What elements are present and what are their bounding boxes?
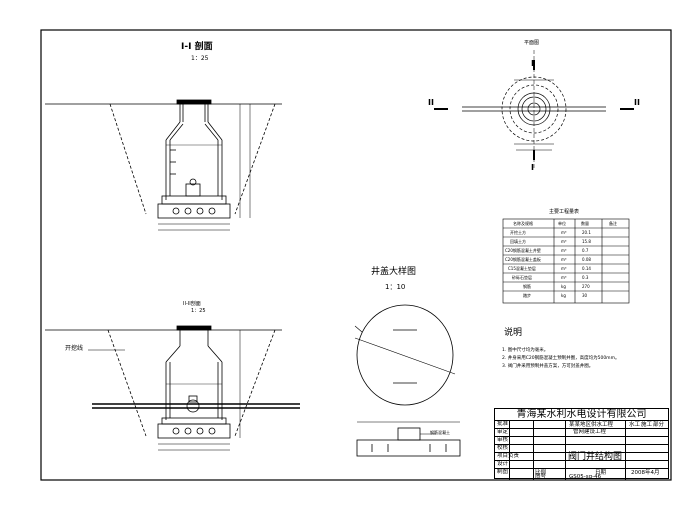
qt-row-0-name: 开挖土方 xyxy=(510,230,526,235)
notes-item-1: 1. 图中尺寸均为毫米。 xyxy=(502,348,549,353)
tb-label-check: 校核 xyxy=(497,445,509,451)
section-b-title: II-II剖面 xyxy=(183,301,201,307)
plan-cut-bottom: I xyxy=(531,163,534,172)
qt-row-4-qty: 0.14 xyxy=(582,266,591,271)
plan-view-drawing xyxy=(434,50,634,168)
qt-row-0-unit: m³ xyxy=(561,230,567,235)
tb-stage: 施工 xyxy=(641,422,653,428)
qt-header-qty: 数量 xyxy=(581,221,589,226)
section-a-scale: 1：25 xyxy=(191,55,209,62)
qt-row-2-unit: m³ xyxy=(561,248,567,253)
title-block: 青海某水利水电设计有限公司 批准 审定 审核 校核 项目负责 设计 制图 某某地… xyxy=(494,408,669,480)
plan-cut-left: II xyxy=(428,98,434,107)
section-a-title: I-I 剖面 xyxy=(181,42,213,52)
tb-label-lead: 项目负责 xyxy=(497,453,520,459)
qt-row-3-unit: m³ xyxy=(561,257,567,262)
tb-date-value: 2008年4月 xyxy=(631,470,660,476)
qt-row-0-qty: 20.1 xyxy=(582,230,591,235)
tb-discipline: 水工 xyxy=(629,422,641,428)
qt-header-note: 备注 xyxy=(609,221,617,226)
cover-slab-label: 钢筋混凝土 xyxy=(430,430,450,435)
section-b-drawing xyxy=(45,325,300,451)
qt-header-name: 名称及规格 xyxy=(513,221,533,226)
qt-row-6-unit: kg xyxy=(561,284,566,289)
qt-row-6-qty: 270 xyxy=(582,284,590,289)
qt-row-1-unit: m³ xyxy=(561,239,567,244)
plan-title: 平面图 xyxy=(524,40,540,46)
qt-row-3-name: C20钢筋混凝土盖板 xyxy=(505,257,541,262)
cover-detail-title: 井盖大样图 xyxy=(371,267,417,277)
tb-project-line1: 某某地区供水工程 xyxy=(569,422,614,428)
tb-drawing-no-label: 图号 xyxy=(535,474,547,480)
tb-label-review: 审定 xyxy=(497,429,509,435)
qt-header-unit: 单位 xyxy=(558,221,566,226)
qt-row-2-qty: 0.7 xyxy=(582,248,589,253)
tb-label-draft: 制图 xyxy=(497,469,509,475)
drawing-title: 阀门井结构图 xyxy=(567,452,622,462)
qt-row-5-name: 砂砾石垫层 xyxy=(512,275,532,280)
qt-row-1-name: 回填土方 xyxy=(510,239,526,244)
qt-row-1-qty: 15.8 xyxy=(582,239,591,244)
qt-row-3-qty: 0.08 xyxy=(582,257,591,262)
qt-row-5-qty: 0.3 xyxy=(582,275,589,280)
qt-row-7-qty: 30 xyxy=(582,293,588,298)
company-name: 青海某水利水电设计有限公司 xyxy=(495,409,668,421)
plan-cut-top: I xyxy=(531,59,534,68)
cover-detail-drawing xyxy=(354,304,461,457)
qt-row-7-name: 踏步 xyxy=(523,293,531,298)
cover-detail-scale: 1：10 xyxy=(385,283,406,291)
notes-title: 说明 xyxy=(504,328,523,338)
tb-label-design: 设计 xyxy=(497,461,509,467)
quantity-table-title: 主要工程量表 xyxy=(549,209,580,215)
ground-line-label: 开挖线 xyxy=(65,345,84,352)
plan-cut-right: II xyxy=(634,98,640,107)
notes-item-2: 2. 井身采用C20钢筋混凝土预制井圈，高度均为500mm。 xyxy=(502,356,620,361)
qt-row-2-name: C20钢筋混凝土井壁 xyxy=(505,248,541,253)
tb-scale-label: 比例 xyxy=(535,470,547,476)
tb-drawing-no: GS05-sg-46 xyxy=(569,474,602,480)
qt-row-4-unit: m³ xyxy=(561,266,567,271)
tb-project-line2: 管网建设工程 xyxy=(573,429,607,435)
drawing-frame xyxy=(40,29,672,481)
section-a-drawing xyxy=(45,99,282,231)
tb-label-approve: 批准 xyxy=(497,421,509,427)
quantity-table-grid xyxy=(502,218,630,304)
notes-item-3: 3. 阀门井采用预制井盖方案，方可封盖井圈。 xyxy=(502,364,594,369)
tb-part: 部分 xyxy=(653,422,665,428)
tb-label-audit: 审核 xyxy=(497,437,509,443)
qt-row-6-name: 钢筋 xyxy=(523,284,531,289)
qt-row-5-unit: m³ xyxy=(561,275,567,280)
section-b-scale: 1：25 xyxy=(191,308,206,314)
tb-date-label: 日期 xyxy=(595,470,607,476)
qt-row-7-unit: kg xyxy=(561,293,566,298)
qt-row-4-name: C15混凝土垫层 xyxy=(508,266,536,271)
